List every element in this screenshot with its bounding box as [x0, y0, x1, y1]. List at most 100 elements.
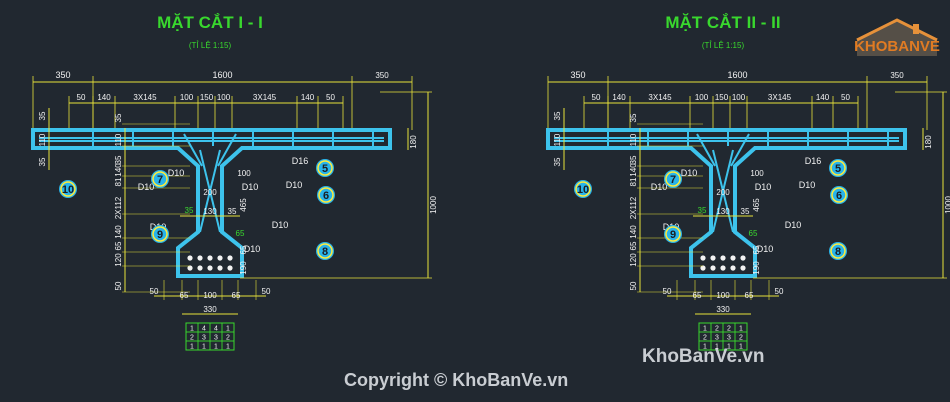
dimension-label: 35	[553, 111, 562, 120]
table-cell-value: 1	[703, 344, 707, 351]
dimension-label: 35	[629, 155, 638, 164]
rebar-dot	[227, 255, 233, 261]
callout-number: 5	[322, 163, 328, 175]
rebar-dot	[700, 255, 706, 261]
dimension-label: 140	[816, 93, 830, 102]
web-rebar-diagonal	[696, 133, 716, 167]
callout-ring	[317, 243, 333, 259]
dimension-label: 465	[239, 198, 248, 212]
dimension-label: 110	[114, 133, 123, 146]
dimension-label: 65	[629, 241, 638, 250]
table-cell-value: 1	[226, 344, 230, 351]
dimension-label: 150	[200, 93, 214, 102]
table-cell-value: 1	[202, 344, 206, 351]
dimension-label: 35	[114, 113, 123, 122]
dimension-label: 120	[114, 253, 123, 267]
rebar-dot	[187, 255, 193, 261]
section-scale: (TỈ LỆ 1:15)	[189, 41, 232, 50]
table-cell-value: 2	[226, 335, 230, 342]
callout-ring	[830, 243, 846, 259]
dimension-label: 3X145	[768, 93, 792, 102]
web-rebar-diagonal	[712, 149, 734, 233]
callout-marker: 8	[316, 242, 334, 260]
rebar-dot	[207, 265, 213, 271]
rebar-dot	[730, 255, 736, 261]
rebar-label: D16	[292, 156, 309, 166]
table-cell-value: 1	[190, 344, 194, 351]
section-title: MẶT CẮT I - I	[157, 13, 263, 32]
dimension-label: 3X145	[253, 93, 277, 102]
callout-ring	[152, 226, 168, 242]
dimension-label: 330	[716, 305, 730, 314]
dimension-label: 350	[375, 71, 389, 80]
section-scale: (TỈ LỆ 1:15)	[702, 41, 745, 50]
dimension-label: 140	[97, 93, 111, 102]
rebar-label: D10	[799, 180, 816, 190]
dimension-label: 3X145	[133, 93, 157, 102]
table-cell-value: 3	[214, 335, 218, 342]
rebar-dot	[207, 255, 213, 261]
table-cell-value: 1	[226, 326, 230, 333]
rebar-label: D10	[138, 182, 155, 192]
dimension-label: 100	[750, 169, 764, 178]
rebar-dot	[710, 265, 716, 271]
web-rebar-diagonal	[730, 133, 750, 167]
section-outline	[546, 128, 907, 278]
dimension-label: 200	[203, 188, 217, 197]
callout-marker: 7	[151, 170, 169, 188]
callout-ring	[665, 171, 681, 187]
rebar-dot	[217, 255, 223, 261]
dimension-label: 50	[592, 93, 601, 102]
dimension-label: 100	[695, 93, 709, 102]
dimension-label: 1000	[429, 196, 438, 214]
dimension-label: 1000	[944, 196, 950, 214]
watermark-copyright: Copyright © KhoBanVe.vn	[344, 370, 569, 390]
web-rebar-diagonal	[217, 133, 237, 167]
dimension-label: 50	[77, 93, 86, 102]
callout-ring	[665, 226, 681, 242]
dimension-label: 465	[752, 198, 761, 212]
callout-marker: 6	[830, 186, 848, 204]
rebar-dot	[740, 255, 746, 261]
dimension-label: 130	[203, 207, 217, 216]
dimension-label: 65	[180, 291, 189, 300]
dimension-label: 130	[716, 207, 730, 216]
dimension-label: 140	[114, 225, 123, 239]
callout-marker: 9	[664, 225, 682, 243]
table-cell	[221, 340, 235, 351]
callout-marker: 5	[829, 159, 847, 177]
logo-text: KHOBANVE	[854, 38, 940, 55]
table-cell-value: 2	[727, 326, 731, 333]
callout-ring	[830, 160, 846, 176]
dimension-label: 35	[228, 207, 237, 216]
rebar-dot	[227, 265, 233, 271]
dimension-label: 180	[924, 135, 933, 149]
table-cell-value: 2	[715, 326, 719, 333]
table-cell-value: 1	[190, 326, 194, 333]
dimension-label: 190	[752, 261, 761, 275]
dimension-label: 120	[629, 253, 638, 267]
callout-number: 9	[670, 229, 676, 241]
table-cell-value: 3	[715, 335, 719, 342]
table-cell-value: 2	[190, 335, 194, 342]
dimension-label: 3X145	[648, 93, 672, 102]
callout-marker: 6	[317, 186, 335, 204]
dimension-label: 1600	[212, 70, 232, 80]
callout-ring	[831, 187, 847, 203]
callout-number: 8	[322, 246, 328, 258]
watermark-site: KhoBanVe.vn	[642, 346, 765, 367]
callout-number: 10	[62, 184, 74, 196]
section-title: MẶT CẮT II - II	[665, 13, 780, 32]
dimension-label: 180	[409, 135, 418, 149]
callout-marker: 10	[574, 180, 592, 198]
web-rebar-diagonal	[183, 133, 203, 167]
dimension-label: 190	[239, 261, 248, 275]
rebar-label: D10	[168, 168, 185, 178]
callout-marker: 7	[664, 170, 682, 188]
dimension-label: 330	[203, 305, 217, 314]
dimension-label: 110	[629, 133, 638, 146]
rebar-dot	[740, 265, 746, 271]
dimension-label: 200	[716, 188, 730, 197]
dimension-label: 81	[114, 177, 123, 186]
table-cell-value: 4	[214, 326, 218, 333]
